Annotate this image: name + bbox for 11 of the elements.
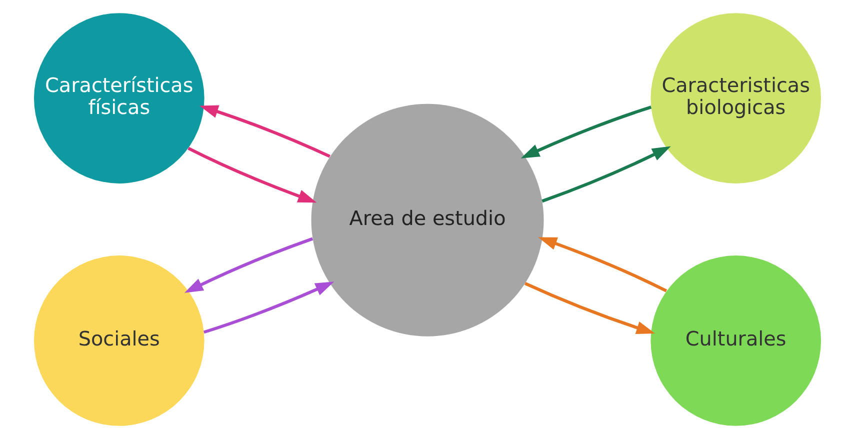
arrow [520, 106, 652, 158]
arrow [199, 105, 330, 158]
arrow [542, 146, 671, 203]
arrow [524, 282, 656, 334]
node-circle: Culturales [650, 256, 822, 426]
arrow [538, 237, 668, 292]
node-circle: Características físicas [34, 13, 204, 184]
arrow [204, 282, 334, 334]
arrow [188, 146, 317, 203]
arrow [184, 237, 314, 293]
node-circle: Area de estudio [311, 104, 544, 336]
